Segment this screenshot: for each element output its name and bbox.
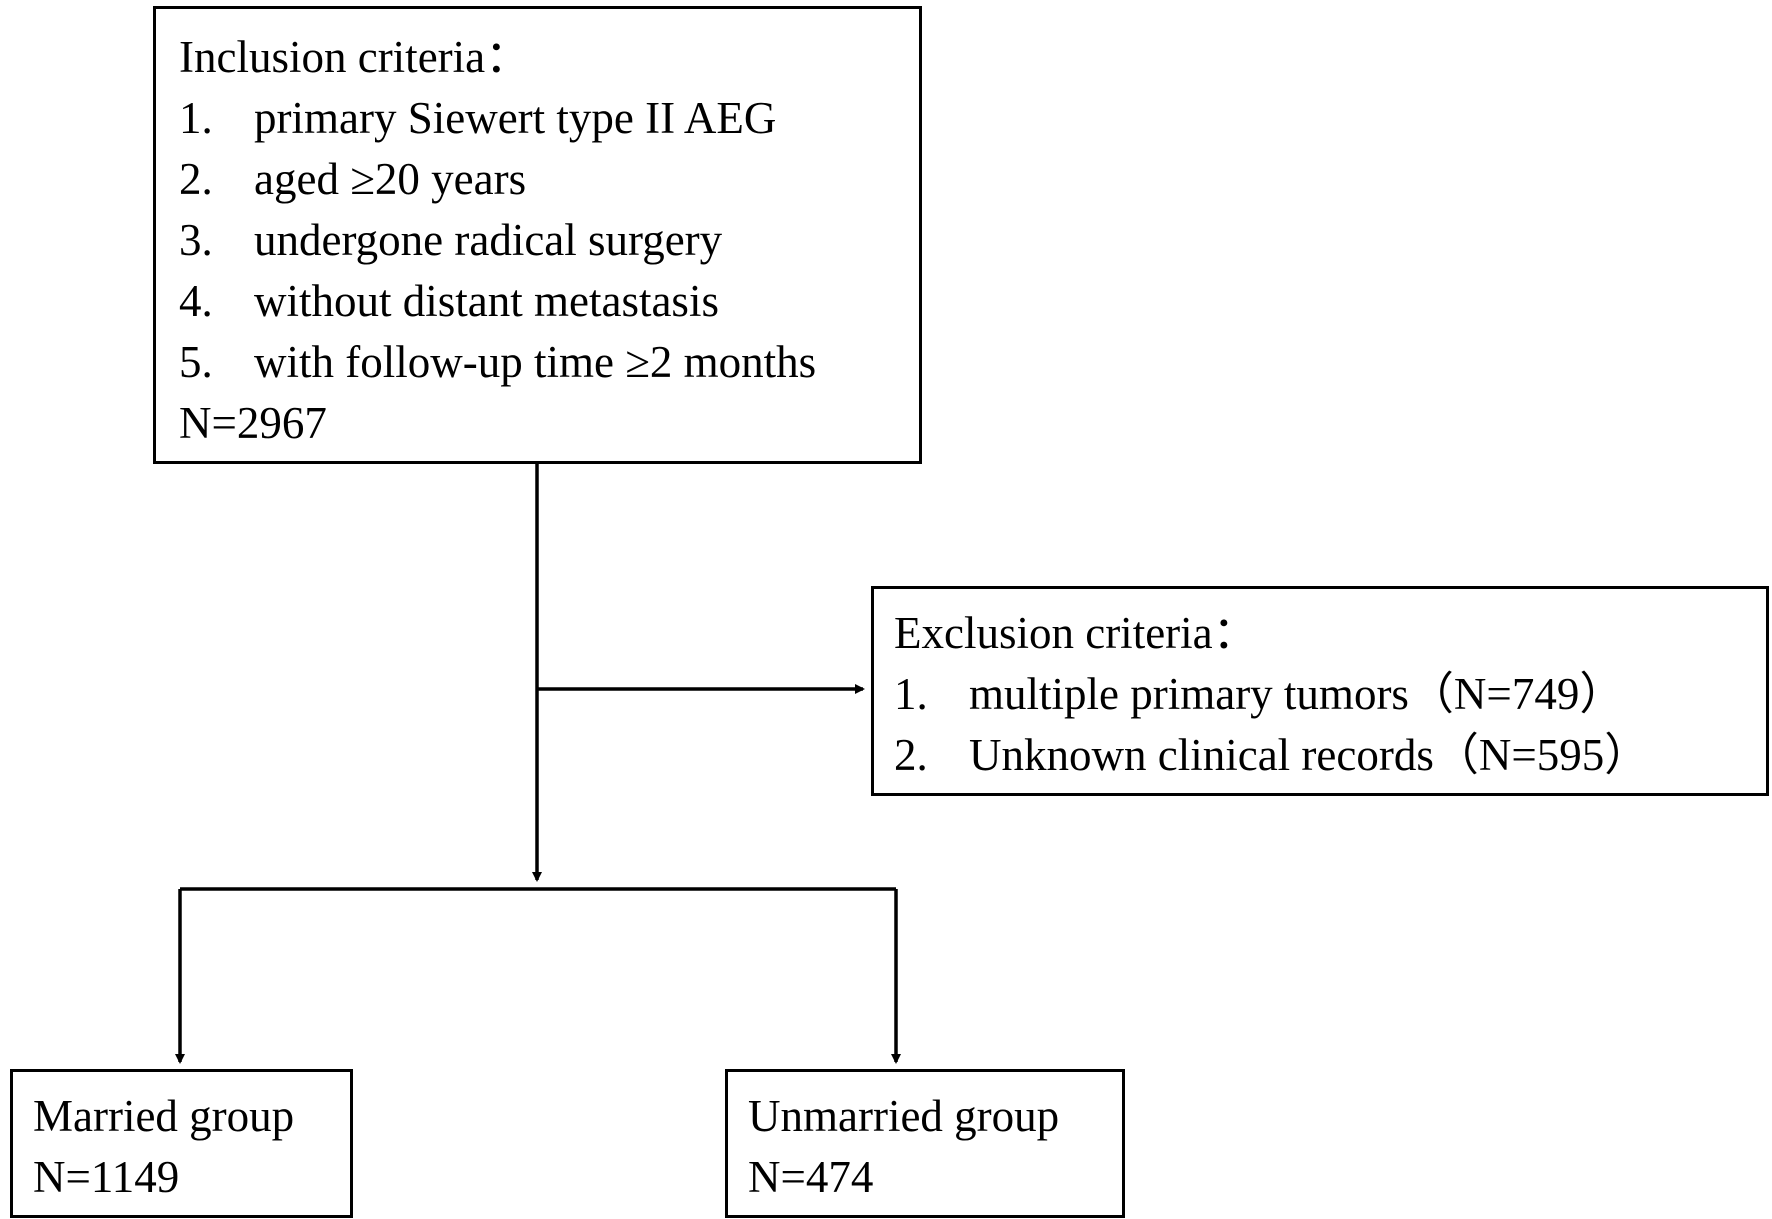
unmarried-group-count: N=474 — [748, 1152, 874, 1202]
item-number: 4. — [179, 276, 213, 326]
inclusion-item: 1. primary Siewert type II AEG — [179, 88, 919, 149]
unmarried-group-label: Unmarried group — [748, 1091, 1060, 1141]
item-number: 5. — [179, 337, 213, 387]
inclusion-item: 2. aged ≥20 years — [179, 149, 919, 210]
inclusion-item: 5. with follow-up time ≥2 months — [179, 332, 919, 393]
item-number: 1. — [894, 669, 928, 719]
item-text: aged ≥20 years — [254, 154, 527, 204]
item-number: 1. — [179, 93, 213, 143]
item-text: with follow-up time ≥2 months — [254, 337, 817, 387]
inclusion-item: 3. undergone radical surgery — [179, 210, 919, 271]
item-text: multiple primary tumors（N=749） — [969, 669, 1625, 719]
item-text: undergone radical surgery — [254, 215, 723, 265]
exclusion-criteria-box: Exclusion criteria： 1. multiple primary t… — [871, 586, 1769, 796]
married-group-box: Married group N=1149 — [10, 1069, 353, 1218]
exclusion-title: Exclusion criteria： — [894, 608, 1258, 658]
inclusion-criteria-box: Inclusion criteria： 1. primary Siewert ty… — [153, 6, 922, 464]
unmarried-group-box: Unmarried group N=474 — [725, 1069, 1125, 1218]
inclusion-title: Inclusion criteria： — [179, 32, 531, 82]
married-group-count: N=1149 — [33, 1152, 180, 1202]
item-text: without distant metastasis — [254, 276, 719, 326]
item-number: 3. — [179, 215, 213, 265]
item-text: primary Siewert type II AEG — [254, 93, 777, 143]
exclusion-item: 1. multiple primary tumors（N=749） — [894, 664, 1766, 725]
item-number: 2. — [894, 730, 928, 780]
inclusion-count: N=2967 — [179, 398, 327, 448]
item-number: 2. — [179, 154, 213, 204]
exclusion-item: 2. Unknown clinical records（N=595） — [894, 725, 1766, 786]
inclusion-item: 4. without distant metastasis — [179, 271, 919, 332]
married-group-label: Married group — [33, 1091, 295, 1141]
item-text: Unknown clinical records（N=595） — [969, 730, 1650, 780]
